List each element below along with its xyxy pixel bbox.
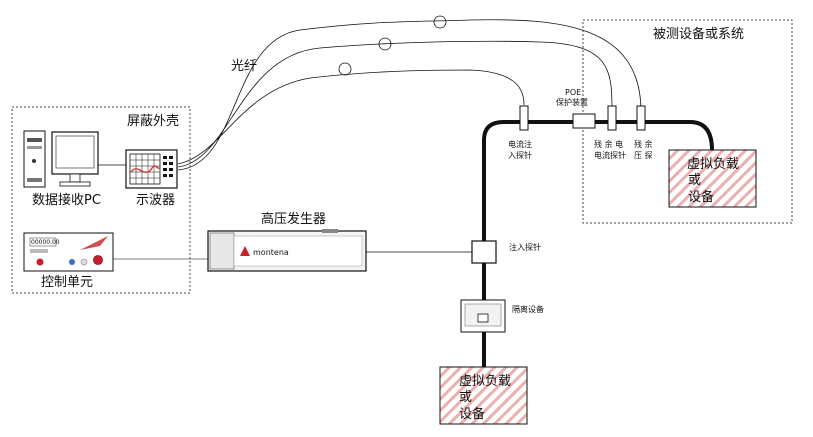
- svg-text:虚拟负载: 虚拟负载: [459, 374, 511, 389]
- svg-text:设备: 设备: [688, 189, 714, 205]
- data-pc-label: 数据接收PC: [32, 192, 101, 208]
- fiber-label: 光纤: [231, 59, 257, 74]
- fiber-loop-2: [378, 37, 392, 51]
- control-unit-label: 控制单元: [41, 275, 93, 290]
- fiber-2: [177, 40, 613, 168]
- svg-text:设备: 设备: [459, 406, 485, 422]
- shield-enclosure-label: 屏蔽外壳: [127, 114, 179, 129]
- residual-voltage-label-line1: 残 余: [634, 139, 653, 149]
- residual-current-probe: [607, 105, 617, 131]
- hv-generator: montena: [207, 229, 367, 272]
- svg-text:或: 或: [688, 173, 701, 188]
- fiber-3: [177, 69, 525, 165]
- control-unit: 00000.00: [23, 232, 114, 272]
- residual-voltage-probe: [636, 105, 646, 131]
- oscilloscope: [125, 149, 178, 189]
- residual-current-label-line1: 残 余 电: [594, 139, 623, 149]
- isolation-device: [460, 299, 506, 333]
- dut-system-border: [582, 19, 793, 224]
- current-injection-label-line2: 入探针: [508, 150, 532, 160]
- virtual-load-bottom: 虚拟负载 或 设备: [439, 366, 528, 425]
- generator-brand: montena: [253, 248, 289, 257]
- residual-voltage-label-line2: 压 探: [634, 150, 653, 160]
- dut-system-label: 被测设备或系统: [653, 26, 744, 42]
- poe-label-line1: POE: [565, 88, 581, 97]
- svg-text:00000.00: 00000.00: [31, 239, 60, 246]
- current-injection-probe: [519, 105, 529, 131]
- shield-enclosure-border: [11, 106, 191, 294]
- main-cable: [482, 120, 714, 370]
- injection-probe-label: 注入探针: [509, 242, 541, 252]
- montena-logo-icon: [240, 246, 250, 256]
- svg-text:虚拟负载: 虚拟负载: [687, 157, 739, 172]
- fiber-1: [177, 19, 642, 171]
- svg-text:或: 或: [459, 390, 472, 405]
- residual-current-label-line2: 电流探针: [594, 150, 626, 160]
- injection-probe-box: [471, 240, 497, 264]
- virtual-load-right: 虚拟负载 或 设备: [668, 149, 757, 208]
- fiber-loop-3: [338, 62, 352, 76]
- oscilloscope-label: 示波器: [136, 193, 175, 208]
- data-pc: [23, 130, 99, 188]
- fiber-loop-1: [433, 15, 447, 29]
- hv-generator-label: 高压发生器: [261, 211, 326, 227]
- current-injection-label-line1: 电流注: [508, 139, 532, 149]
- poe-label-line2: 保护装置: [556, 97, 588, 107]
- poe-protection-device: [572, 113, 596, 129]
- isolation-device-label: 隔离设备: [512, 304, 544, 314]
- optical-fibers: [177, 15, 642, 171]
